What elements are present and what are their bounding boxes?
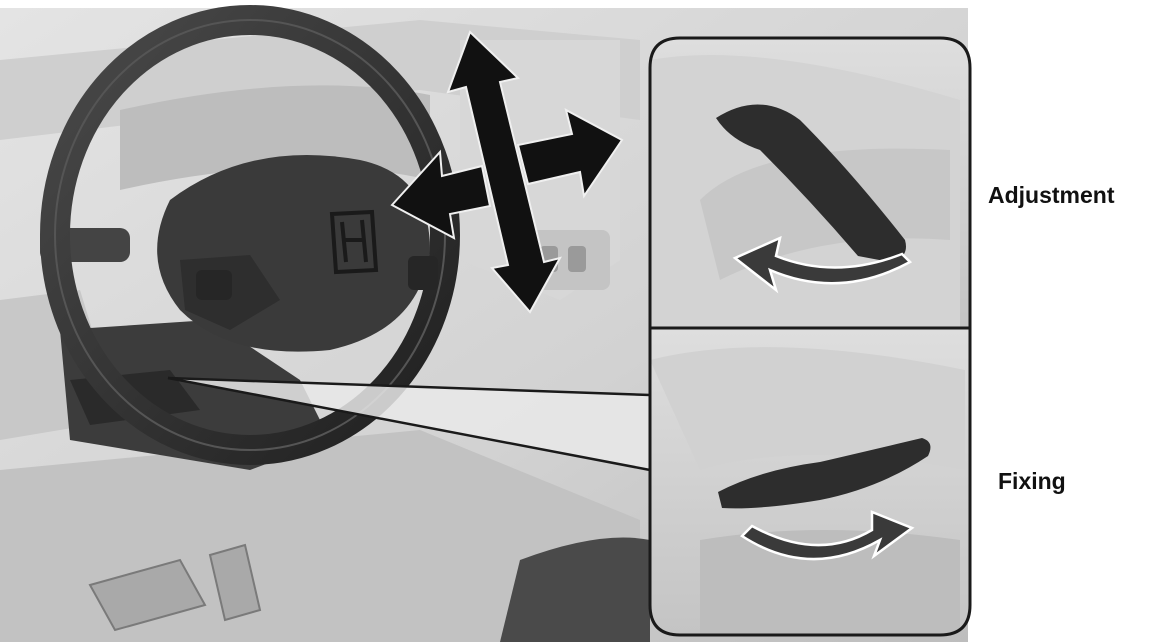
adjustment-inset: [650, 38, 970, 328]
adjustment-label: Adjustment: [988, 182, 1115, 209]
fixing-inset: [650, 328, 970, 635]
fixing-label: Fixing: [998, 468, 1066, 495]
